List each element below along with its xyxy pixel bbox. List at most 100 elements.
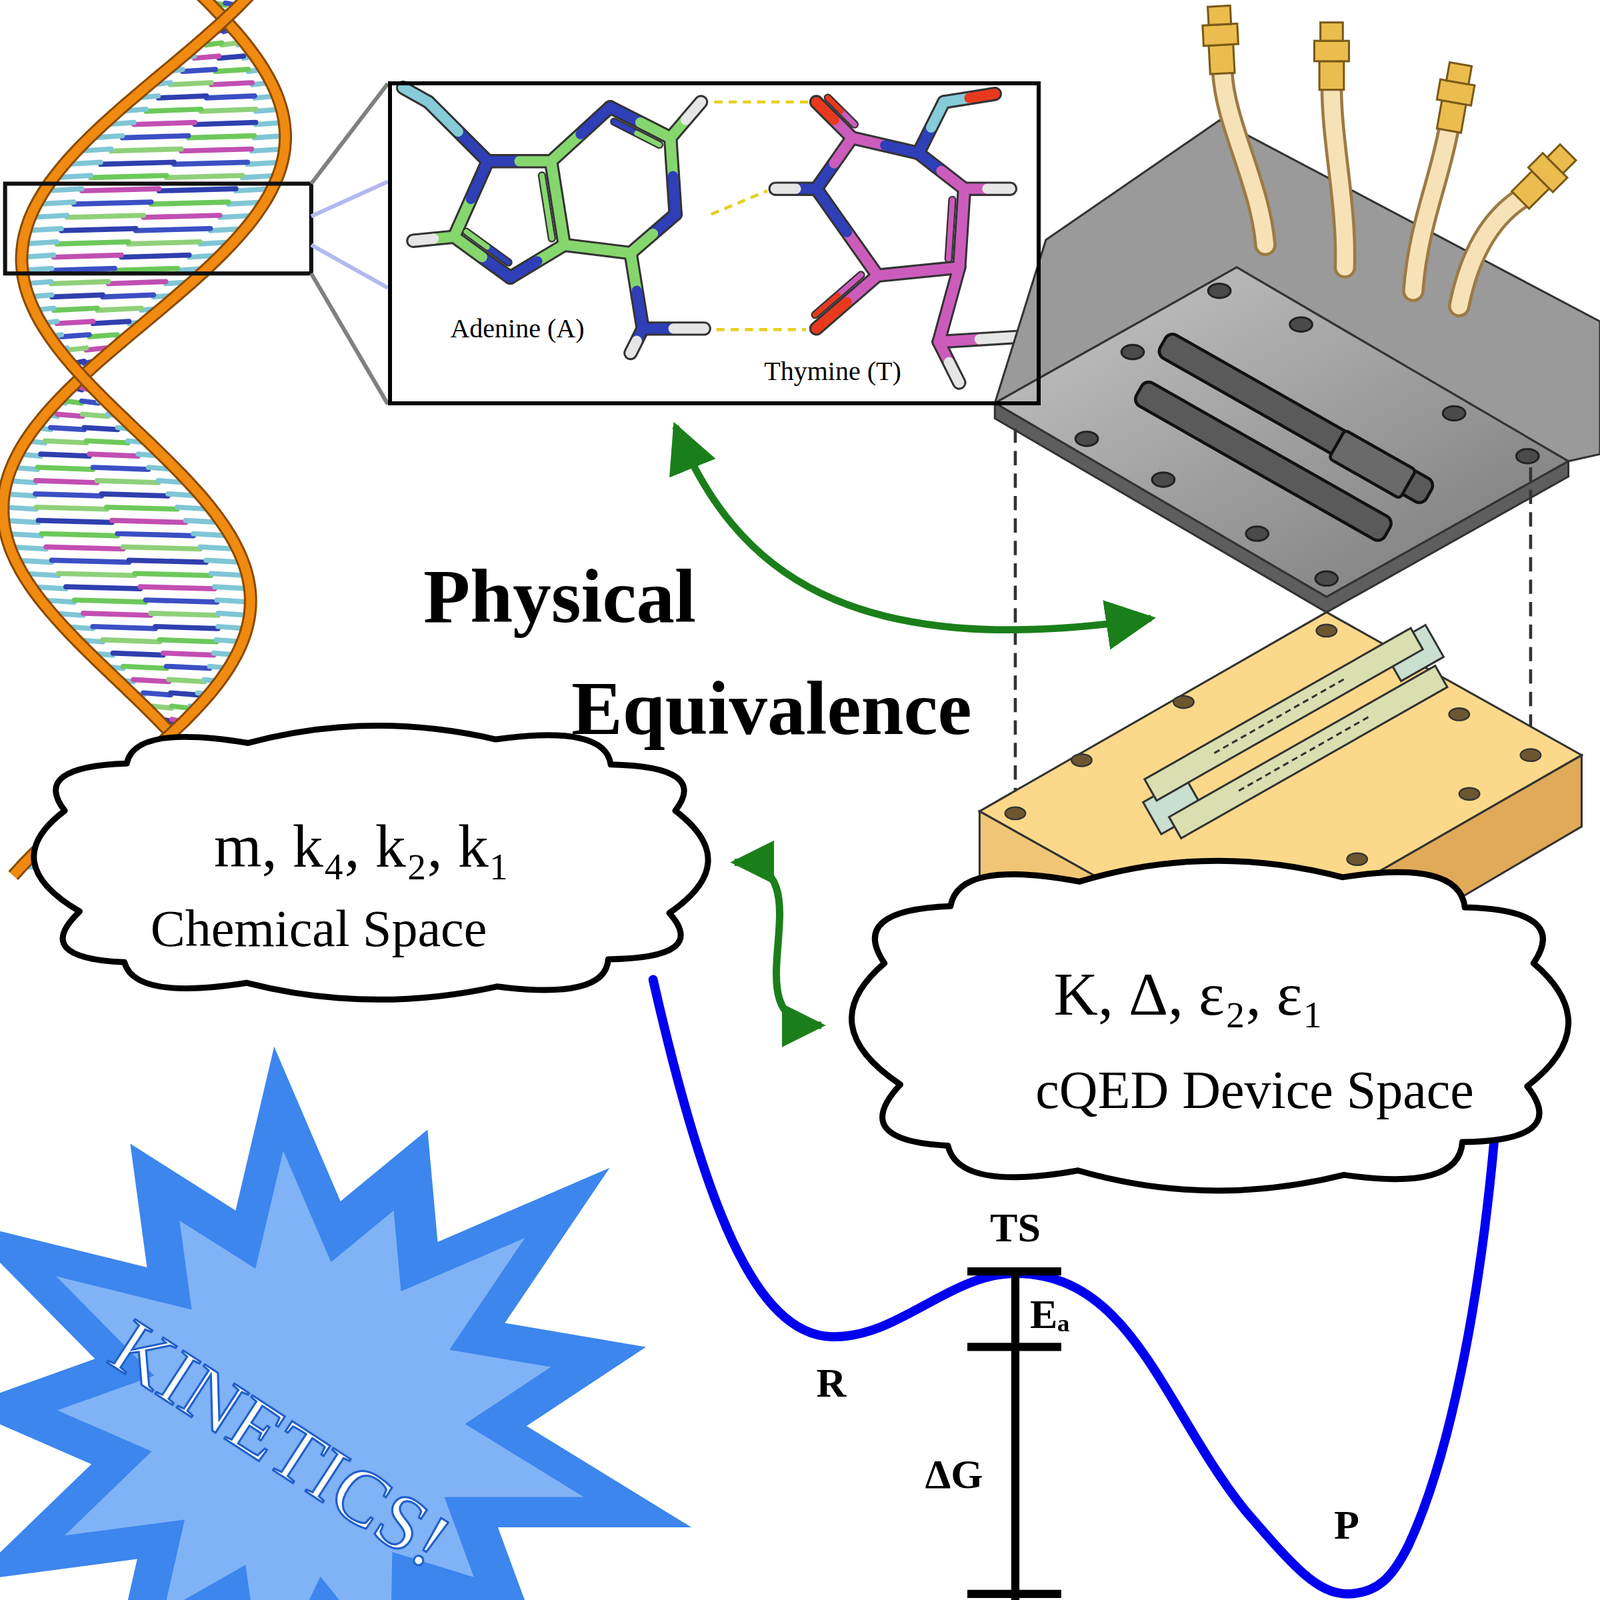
base-pair-rung xyxy=(52,294,103,297)
base-pair-rung xyxy=(134,122,195,125)
inset-ground xyxy=(388,81,1042,406)
base-pair-rung xyxy=(108,281,166,284)
base-pair-rung xyxy=(155,626,218,629)
cable-outline xyxy=(1413,127,1450,291)
base-pair-rung xyxy=(123,666,167,668)
base-pair-rung xyxy=(102,640,160,642)
base-pair-rung xyxy=(188,136,255,138)
reactant-label: R xyxy=(816,1359,847,1407)
bond-outline xyxy=(948,200,953,259)
equivalence-connector xyxy=(734,862,822,1026)
bond xyxy=(557,203,564,246)
double-bond xyxy=(487,247,509,263)
chip-trace xyxy=(1238,715,1372,791)
bond-outline xyxy=(454,161,488,237)
bond xyxy=(852,138,886,146)
base-pair-rung xyxy=(114,268,178,271)
starburst-outer xyxy=(0,1046,692,1600)
bond-outline xyxy=(938,267,960,342)
bond xyxy=(551,161,558,204)
base-pair-rung xyxy=(101,494,168,496)
base-pair-rung xyxy=(106,507,178,510)
base-pair-rung xyxy=(74,600,146,602)
base-pair-rung xyxy=(66,586,140,589)
base-pair-rung xyxy=(93,321,130,324)
screw-hole xyxy=(1071,754,1092,766)
bond-outline xyxy=(614,122,660,145)
screw-hole xyxy=(1290,317,1313,332)
sma-connector xyxy=(1201,5,1240,75)
bond-outline xyxy=(403,88,429,102)
inset-box: Adenine (A)Thymine (T) xyxy=(388,81,1041,406)
base-pair-rung xyxy=(206,96,255,98)
bond-outline xyxy=(959,188,965,268)
bond-outline xyxy=(642,321,704,336)
zoom-line xyxy=(311,181,388,216)
base-pair-rung xyxy=(50,427,84,430)
bond xyxy=(846,232,878,276)
bond-outline xyxy=(413,236,454,241)
base-pair-rung xyxy=(57,414,83,416)
bond xyxy=(403,88,416,96)
bond xyxy=(458,131,488,161)
base-pair-rung xyxy=(61,334,90,337)
cable-outline xyxy=(1222,71,1266,245)
base-pair-rung xyxy=(194,56,220,58)
assembly-line xyxy=(1529,467,1533,750)
base-pair-rung xyxy=(211,82,252,85)
cavity-pocket xyxy=(1328,430,1416,499)
base-pair-rung xyxy=(82,188,160,191)
qubit-chip xyxy=(1169,666,1448,839)
bond xyxy=(636,290,643,329)
base-pair-rung xyxy=(61,228,136,231)
base-pair-rung xyxy=(112,653,163,656)
base-pair-rung xyxy=(74,202,152,204)
base-pair-molecule xyxy=(403,88,1021,383)
cable-outline xyxy=(1459,198,1521,306)
free-energy-label: ΔG xyxy=(924,1450,983,1498)
base-pair-rung xyxy=(145,600,217,602)
base-pair-rung xyxy=(170,82,212,85)
base-pair-rung xyxy=(41,534,118,536)
screw-hole xyxy=(1346,853,1368,866)
screw-hole xyxy=(1459,788,1480,800)
base-pair-rung xyxy=(158,96,206,98)
base-pair-rung xyxy=(46,546,124,549)
base-pair-rung xyxy=(86,440,128,443)
sma-connector xyxy=(1432,61,1478,134)
connector-part xyxy=(1314,40,1349,62)
bond-outline xyxy=(466,232,508,263)
bond-outline xyxy=(938,342,960,383)
base-pair-rung xyxy=(128,560,206,562)
level-bar xyxy=(967,1342,1062,1351)
base-pair-rung xyxy=(159,640,216,642)
bond xyxy=(630,253,637,292)
bond-outline xyxy=(918,102,944,154)
zoom-line xyxy=(311,84,388,184)
sma-connector xyxy=(1314,22,1349,90)
base-pair-rung xyxy=(57,321,94,324)
base-pair-rung xyxy=(143,215,220,218)
bond xyxy=(686,102,702,120)
bond-outline xyxy=(815,274,862,315)
bond-outline xyxy=(918,153,965,190)
base-pair-rung xyxy=(152,706,172,708)
connector-part xyxy=(1202,23,1239,46)
bond xyxy=(428,102,458,132)
bond-outline xyxy=(816,188,878,276)
base-pair-rung xyxy=(123,546,201,549)
bond-outline xyxy=(630,214,676,253)
base-pair-rung xyxy=(218,56,244,58)
base-pair-rung xyxy=(83,613,151,616)
double-bond xyxy=(841,111,855,125)
bond xyxy=(630,340,637,353)
selection-box xyxy=(5,184,312,274)
cable-outline xyxy=(1331,86,1345,268)
energy-axis xyxy=(1011,1271,1020,1600)
double-bond xyxy=(838,274,861,295)
bond xyxy=(969,94,995,98)
screw-hole xyxy=(1516,448,1539,463)
bond xyxy=(962,188,965,228)
connector-part xyxy=(1319,61,1344,90)
bond-outline xyxy=(828,98,855,125)
